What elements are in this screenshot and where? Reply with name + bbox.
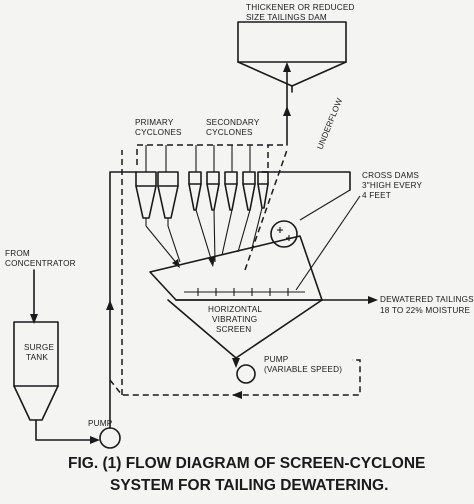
cyclone-header [136,144,287,173]
surge-tank [13,321,59,421]
flow-arrow-icon [90,436,100,444]
surge-tank-label-line1: SURGE [24,343,54,352]
vibrator-motor-icon [270,220,298,248]
secondary-cyclone [242,171,256,211]
cross-dams-pointer [295,195,361,291]
pump-label: PUMP [88,419,113,428]
pump-variable-label-line2: (VARIABLE SPEED) [264,365,342,374]
cross-dams-label-line2: 3"HIGH EVERY [362,181,423,190]
from-concentrator-label-line1: FROM [5,249,30,258]
pump-icon [99,427,121,449]
recirculation-line [109,150,361,399]
surge-tank-label-line2: TANK [26,353,48,362]
underflow-label: UNDERFLOW [316,97,345,151]
flow-arrow-icon [232,358,240,368]
primary-cyclones-label-line2: CYCLONES [135,128,182,137]
screen-label-line1: HORIZONTAL [208,305,262,314]
from-concentrator-label-line2: CONCENTRATOR [5,259,76,268]
secondary-cyclone [206,171,220,211]
overflow-line [283,62,291,146]
secondary-feed-pipes [195,145,251,172]
secondary-cyclones-label-line2: CYCLONES [206,128,253,137]
flow-arrow-icon [232,391,242,399]
cyclone-underflow-drops [145,207,263,268]
screen-label-line3: SCREEN [216,325,251,334]
primary-cyclone [135,171,157,226]
primary-cyclone [157,171,179,226]
cross-dams-label-line3: 4 FEET [362,191,391,200]
variable-speed-pump-icon [236,364,256,384]
dewatered-tailings-output [321,296,378,304]
vibrating-screen [149,235,323,359]
pump-discharge-pipe [106,171,137,429]
screen-frame-lines [261,171,351,221]
flow-arrow-icon [106,300,114,310]
primary-feed-pipes [145,145,167,172]
figure-caption-line1: FIG. (1) FLOW DIAGRAM OF SCREEN-CYCLONE [68,455,425,472]
dewatered-tailings-label-line1: DEWATERED TAILINGS [380,295,474,304]
primary-cyclones-label-line1: PRIMARY [135,118,174,127]
pump-variable-label-line1: PUMP [264,355,289,364]
concentrator-feed-line [30,269,38,324]
figure-caption-line2: SYSTEM FOR TAILING DEWATERING. [110,477,388,494]
screen-label-line2: VIBRATING [212,315,257,324]
thickener-label-line1: THICKENER OR REDUCED [246,3,355,12]
secondary-cyclone [257,171,269,209]
thickener-label-line2: SIZE TAILINGS DAM [246,13,327,22]
screen-underflow-line [232,357,240,368]
secondary-cyclone [224,171,238,211]
secondary-cyclone [188,171,202,211]
flow-arrow-icon [30,314,38,324]
flow-arrow-icon [368,296,378,304]
secondary-cyclones-label-line1: SECONDARY [206,118,260,127]
underflow-line [244,149,288,271]
thickener-tank [237,21,347,93]
flow-arrow-icon [283,62,291,72]
surge-to-pump-pipe [35,419,100,444]
dewatered-tailings-label-line2: 18 TO 22% MOISTURE [380,306,471,315]
cross-dams-label-line1: CROSS DAMS [362,171,419,180]
flow-arrow-icon [283,106,291,116]
